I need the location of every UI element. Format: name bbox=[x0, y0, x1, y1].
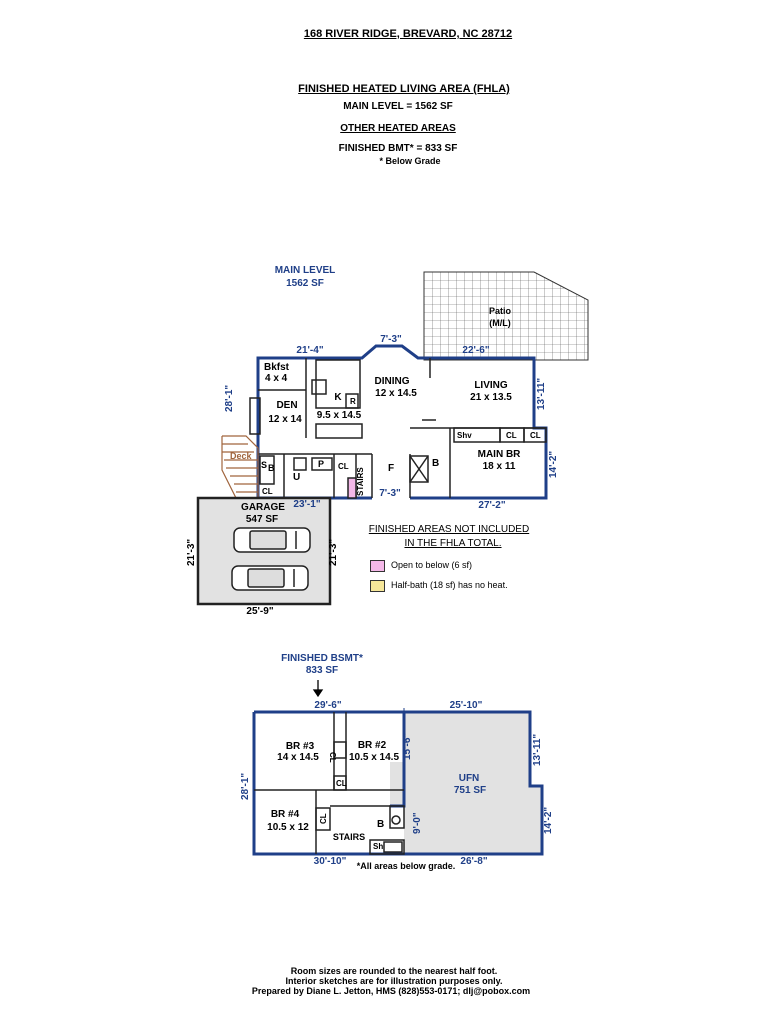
room-ufn-label: UFN bbox=[458, 773, 480, 784]
stairs-label: STAIRS bbox=[356, 467, 365, 496]
room-p-label: P bbox=[318, 459, 325, 469]
bsmt-dim-top-right: 25'-10" bbox=[449, 700, 483, 711]
dim-top-left: 21'-4" bbox=[296, 345, 324, 356]
closet-label: CL bbox=[530, 431, 541, 440]
dim-top-right: 22'-6" bbox=[462, 345, 490, 356]
garage-dim-right: 21'-3" bbox=[328, 538, 339, 566]
room-ufn-sf: 751 SF bbox=[453, 785, 487, 796]
basement-interior-walls bbox=[254, 712, 405, 855]
bsmt-dim-bottom-right: 26'-8" bbox=[460, 856, 488, 867]
legend-swatch-open-below bbox=[370, 560, 385, 572]
footer-line-2: Interior sketches are for illustration p… bbox=[285, 976, 503, 986]
car-icon bbox=[231, 565, 309, 591]
bsmt-dim-top-left: 29'-6" bbox=[314, 700, 342, 711]
down-arrow-icon bbox=[312, 680, 324, 698]
bsmt-dim-bottom-left: 30'-10" bbox=[313, 856, 347, 867]
room-k-size: 9.5 x 14.5 bbox=[316, 410, 362, 421]
bsmt-dim-right-top: 13'-11" bbox=[532, 733, 543, 766]
room-bkfst-label: Bkfst bbox=[264, 362, 290, 373]
closet-label: CL bbox=[506, 431, 517, 440]
bsmt-dim-right-bottom: 14'-2" bbox=[543, 806, 554, 834]
room-br4-label: BR #4 bbox=[270, 809, 300, 820]
room-br3-label: BR #3 bbox=[285, 741, 315, 752]
address-title: 168 RIVER RIDGE, BREVARD, NC 28712 bbox=[303, 28, 513, 40]
car-icon bbox=[233, 527, 311, 553]
garage-sf: 547 SF bbox=[245, 514, 279, 525]
main-level-interior-walls bbox=[249, 358, 547, 499]
dim-bottom-right: 27'-2" bbox=[478, 500, 506, 511]
room-den-size: 12 x 14 bbox=[268, 414, 302, 425]
dim-bottom-mid: 7'-3" bbox=[379, 488, 401, 499]
room-br2-label: BR #2 bbox=[357, 740, 387, 751]
deck-label: Deck bbox=[230, 451, 252, 461]
legend-swatch-half-bath bbox=[370, 580, 385, 592]
room-main-br-label: MAIN BR bbox=[477, 449, 521, 460]
bsmt-bath-label: B bbox=[377, 819, 385, 830]
closet-label: CL bbox=[338, 462, 349, 471]
legend-open-below: Open to below (6 sf) bbox=[391, 560, 473, 570]
bsmt-dim-left: 28'-1" bbox=[240, 772, 251, 800]
garage-dim-bottom: 25'-9" bbox=[246, 606, 274, 617]
bsmt-dim-inner-b: 9'-0" bbox=[412, 812, 423, 834]
fhla-title: FINISHED HEATED LIVING AREA (FHLA) bbox=[298, 83, 510, 95]
room-dining-label: DINING bbox=[374, 376, 410, 387]
room-dining-size: 12 x 14.5 bbox=[375, 388, 417, 399]
garage-label: GARAGE bbox=[241, 502, 285, 513]
other-heated-title: OTHER HEATED AREAS bbox=[340, 123, 456, 134]
closet-label: CL bbox=[319, 813, 328, 824]
dim-right-lower: 14'-2" bbox=[548, 450, 559, 478]
footer-line-1: Room sizes are rounded to the nearest ha… bbox=[290, 966, 498, 976]
room-br4-size: 10.5 x 12 bbox=[267, 822, 309, 833]
closet-label: CL bbox=[328, 752, 337, 763]
patio-label: Patio bbox=[488, 306, 512, 316]
patio-area bbox=[423, 271, 589, 361]
room-main-br-size: 18 x 11 bbox=[482, 461, 516, 472]
room-living-size: 21 x 13.5 bbox=[470, 392, 512, 403]
basement-label: FINISHED BSMT* bbox=[281, 653, 363, 664]
bsmt-stairs-label: STAIRS bbox=[332, 832, 366, 842]
fixture-s-label: S bbox=[261, 460, 268, 470]
fixture-r-label: R bbox=[350, 397, 356, 406]
room-den-label: DEN bbox=[276, 400, 298, 411]
ufn-area bbox=[390, 712, 542, 854]
room-u-label: U bbox=[293, 472, 301, 483]
basement-note: *All areas below grade. bbox=[356, 861, 456, 871]
dim-bottom-left: 23'-1" bbox=[293, 499, 321, 510]
dim-top-mid: 7'-3" bbox=[380, 334, 402, 345]
dim-right-upper: 13'-11" bbox=[536, 377, 547, 410]
footer-line-3: Prepared by Diane L. Jetton, HMS (828)55… bbox=[251, 986, 531, 996]
legend-half-bath: Half-bath (18 sf) has no heat. bbox=[391, 580, 508, 590]
main-level-sf: 1562 SF bbox=[286, 278, 324, 289]
shower-label: Shv bbox=[457, 431, 472, 440]
room-living-label: LIVING bbox=[474, 380, 508, 391]
fixture-b-label: B bbox=[268, 463, 275, 473]
main-level-label: MAIN LEVEL bbox=[274, 265, 336, 276]
closet-label: CL bbox=[336, 779, 347, 788]
room-br2-size: 10.5 x 14.5 bbox=[348, 752, 400, 763]
basement-sf: 833 SF bbox=[305, 665, 339, 676]
room-bkfst-size: 4 x 4 bbox=[265, 373, 288, 384]
notes-line-2: IN THE FHLA TOTAL. bbox=[404, 538, 502, 549]
dim-left: 28'-1" bbox=[224, 384, 235, 412]
room-f-label: F bbox=[387, 463, 395, 474]
garage-dim-left: 21'-3" bbox=[186, 538, 197, 566]
bsmt-dim-inner: 15'-6" bbox=[402, 732, 413, 760]
notes-line-1: FINISHED AREAS NOT INCLUDED bbox=[368, 524, 530, 535]
deck bbox=[221, 435, 259, 499]
main-level-sf-line: MAIN LEVEL = 1562 SF bbox=[343, 101, 453, 112]
bsmt-shower-label: Sh bbox=[373, 842, 384, 851]
room-br3-size: 14 x 14.5 bbox=[277, 752, 319, 763]
room-k-label: K bbox=[334, 392, 342, 403]
below-grade-note: * Below Grade bbox=[379, 156, 441, 166]
patio-ml-label: (M/L) bbox=[489, 318, 511, 328]
closet-label: CL bbox=[262, 487, 273, 496]
bmt-sf-line: FINISHED BMT* = 833 SF bbox=[338, 143, 458, 154]
room-b-label: B bbox=[432, 458, 440, 469]
